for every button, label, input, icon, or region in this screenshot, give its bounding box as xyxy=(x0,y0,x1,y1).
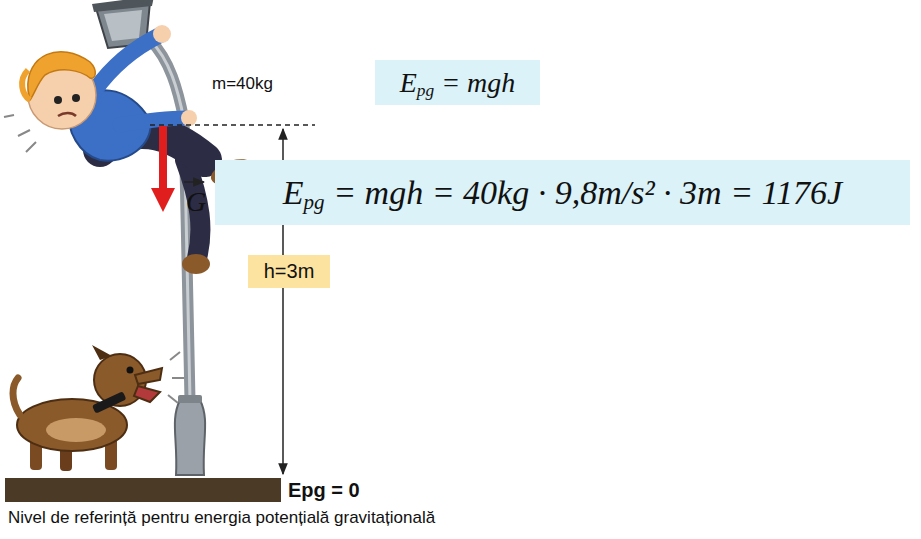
lamp-post xyxy=(92,0,205,475)
ground xyxy=(5,478,281,502)
subscript: pg xyxy=(304,190,325,214)
vector-label: G xyxy=(186,186,206,218)
boy-figure xyxy=(4,25,256,274)
formula-text: Epg = mgh xyxy=(400,67,516,99)
height-reference-line xyxy=(150,124,315,126)
dog-figure xyxy=(13,345,184,471)
reference-caption: Nivel de referință pentru energia potenț… xyxy=(8,508,435,528)
zero-energy-label: Epg = 0 xyxy=(288,479,360,502)
height-box: h=3m xyxy=(248,255,330,288)
weight-vector xyxy=(159,126,167,200)
formula-box: Epg = mgh = 40kg · 9,8m/s² · 3m = 1176J xyxy=(215,160,910,225)
formula-box: Epg = mgh xyxy=(375,60,540,105)
vector-bar xyxy=(184,181,204,183)
formula-text: h=3m xyxy=(264,260,315,283)
subscript: pg xyxy=(417,81,434,100)
mass-label: m=40kg xyxy=(212,74,273,94)
formula-text: Epg = mgh = 40kg · 9,8m/s² · 3m = 1176J xyxy=(283,174,842,212)
